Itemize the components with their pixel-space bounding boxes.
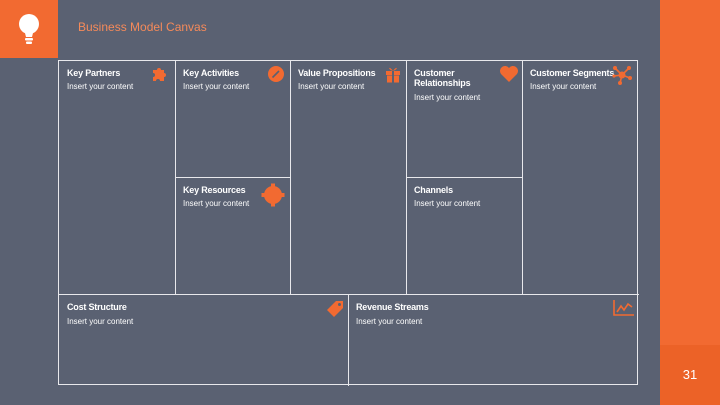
- gear-icon: [261, 183, 285, 207]
- value-propositions-title: Value Propositions: [298, 68, 376, 78]
- business-model-canvas: Key Partners Insert your content Key Act…: [58, 60, 639, 386]
- pencil-icon: [268, 66, 284, 82]
- value-propositions-content: Insert your content: [298, 82, 365, 91]
- divider: [59, 294, 639, 295]
- price-tag-icon: [327, 301, 343, 317]
- customer-relationships-content: Insert your content: [414, 93, 481, 102]
- line-chart-icon: [613, 300, 634, 316]
- page-number-box: [660, 345, 720, 405]
- heart-icon: [500, 66, 518, 82]
- network-icon: [612, 66, 632, 85]
- key-activities-content: Insert your content: [183, 82, 250, 91]
- key-activities-title: Key Activities: [183, 68, 239, 78]
- revenue-streams-title: Revenue Streams: [356, 302, 429, 312]
- customer-segments-content: Insert your content: [530, 82, 597, 91]
- right-accent-bar: [660, 0, 720, 405]
- page-number: 31: [682, 367, 698, 382]
- divider: [175, 177, 291, 178]
- key-resources-content: Insert your content: [183, 199, 250, 208]
- divider: [348, 294, 349, 386]
- key-partners-title: Key Partners: [67, 68, 121, 78]
- lightbulb-badge: [0, 0, 58, 58]
- gift-icon: [386, 67, 400, 83]
- revenue-streams-content: Insert your content: [356, 317, 423, 326]
- cost-structure-title: Cost Structure: [67, 302, 127, 312]
- puzzle-icon: [153, 68, 166, 81]
- divider: [406, 177, 523, 178]
- channels-content: Insert your content: [414, 199, 481, 208]
- channels-title: Channels: [414, 185, 453, 195]
- customer-segments-title: Customer Segments: [530, 68, 615, 78]
- key-partners-content: Insert your content: [67, 82, 134, 91]
- key-resources-title: Key Resources: [183, 185, 246, 195]
- customer-relationships-title: Customer Relationships: [414, 68, 471, 88]
- lightbulb-icon: [19, 14, 39, 44]
- page-title: Business Model Canvas: [78, 20, 207, 34]
- cost-structure-content: Insert your content: [67, 317, 134, 326]
